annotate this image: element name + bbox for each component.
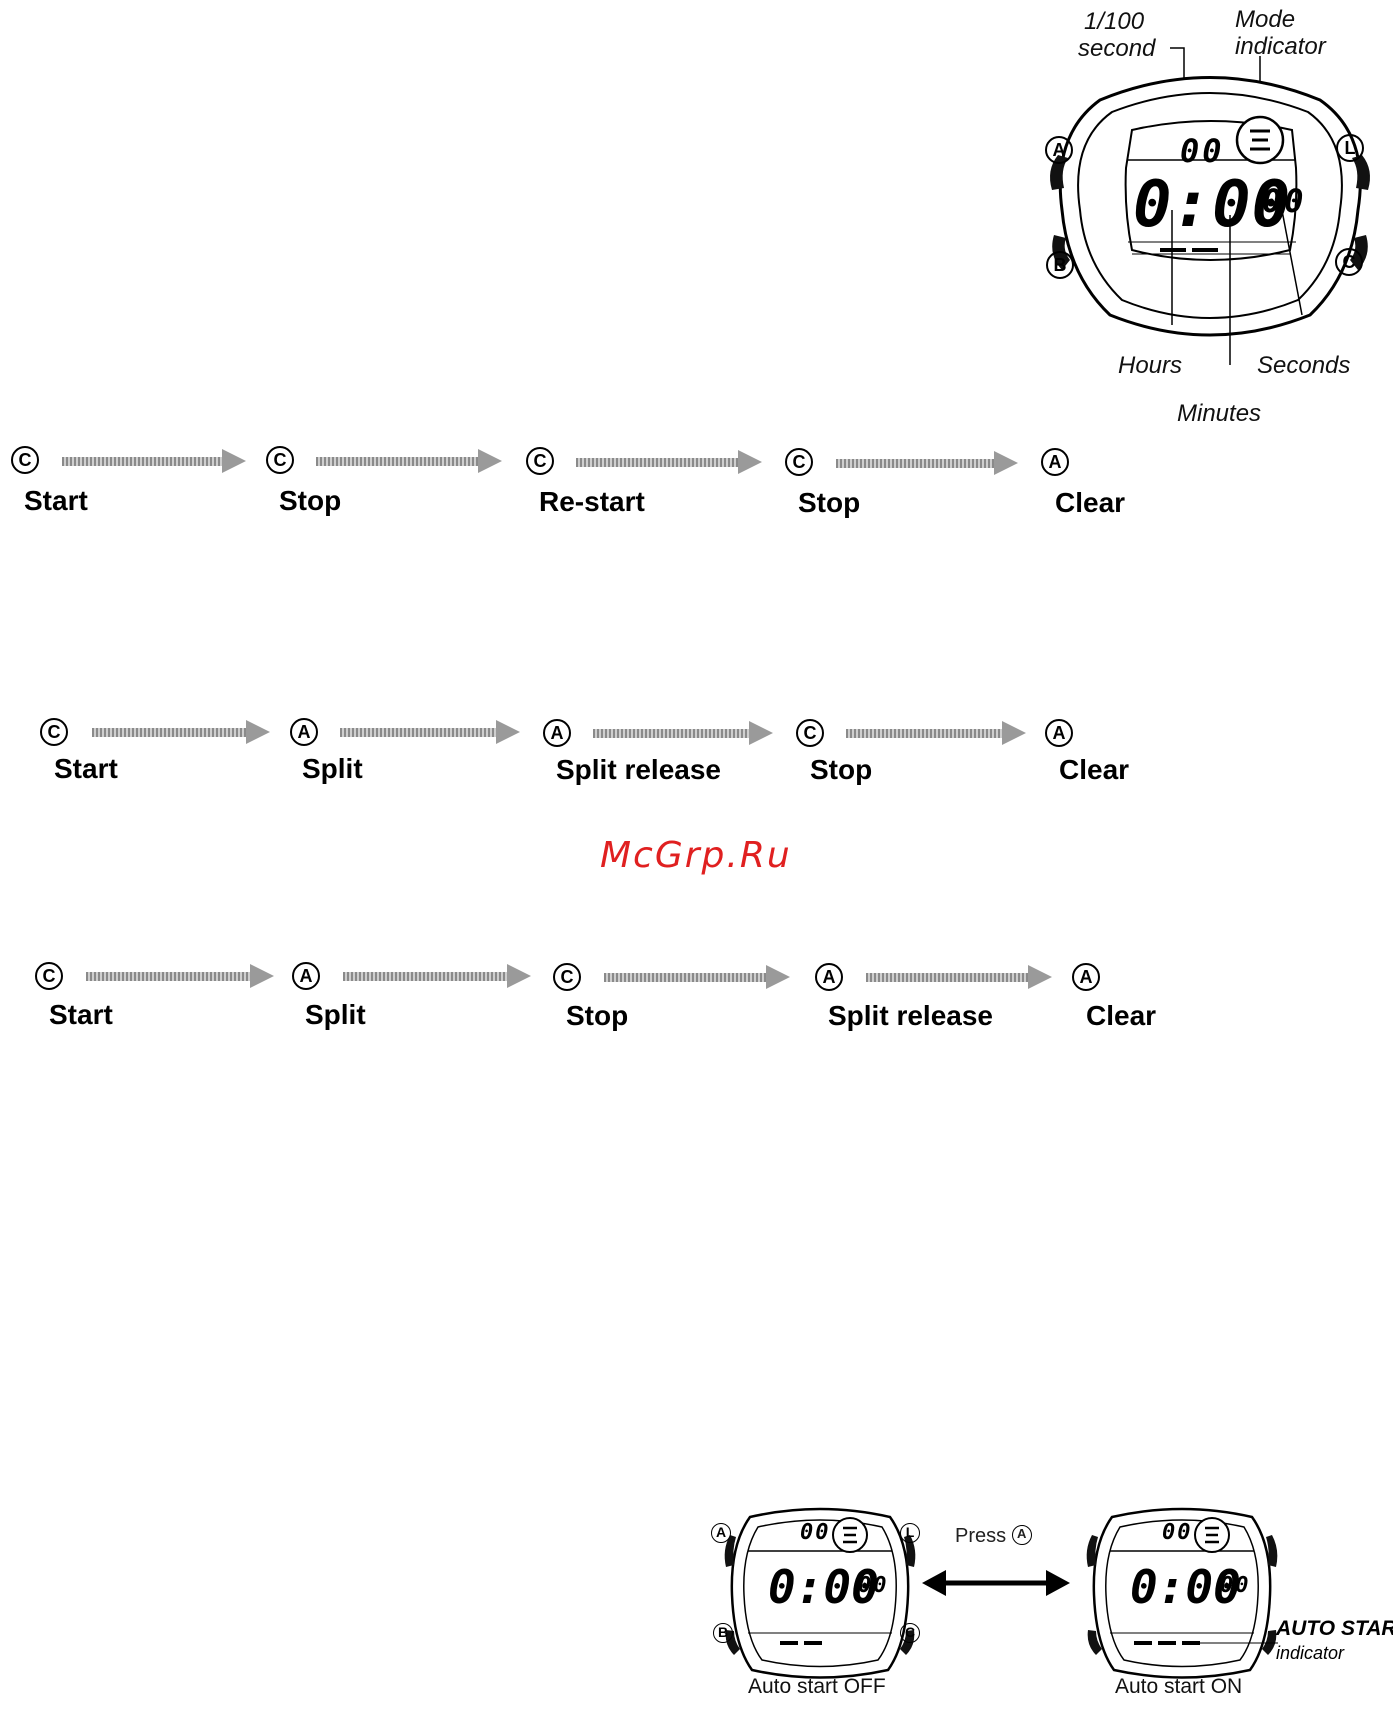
button-a-icon: A <box>1045 719 1073 747</box>
button-a-icon: A <box>292 962 320 990</box>
hours-callout: Hours <box>1118 352 1183 379</box>
watch-auto-start-on <box>1086 1507 1278 1679</box>
auto-start-indicator-sublabel: indicator <box>1276 1643 1345 1663</box>
step-label: Stop <box>566 1000 629 1031</box>
arrow-icon <box>836 451 1018 475</box>
arrow-icon <box>343 964 531 988</box>
step-label: Clear <box>1086 1000 1157 1031</box>
step-label: Clear <box>1059 754 1130 785</box>
button-c-icon: C <box>526 447 554 475</box>
button-c-icon: C <box>796 719 824 747</box>
lcd-hundredths: 00 <box>800 1520 831 1545</box>
button-c-icon: C <box>785 448 813 476</box>
button-c-icon: C <box>11 446 39 474</box>
watch-button-c-label: C <box>900 1623 920 1643</box>
lcd-main-time: 0:00 <box>1130 1560 1241 1614</box>
step-label: Split release <box>556 754 721 785</box>
lcd-main-time: 0:00 <box>1133 168 1292 242</box>
callout-line: indicator <box>1235 33 1326 60</box>
auto-start-off-caption: Auto start OFF <box>748 1675 886 1698</box>
button-a-icon: A <box>290 718 318 746</box>
lcd-seconds: 00 <box>1220 1573 1251 1598</box>
auto-start-on-caption: Auto start ON <box>1115 1675 1243 1698</box>
button-a-icon: A <box>1072 963 1100 991</box>
lcd-main-time: 0:00 <box>768 1560 879 1614</box>
step-label: Split <box>302 753 363 784</box>
step-label: Start <box>24 485 88 516</box>
step-label: Stop <box>279 485 342 516</box>
watch-button-b-label: B <box>1046 251 1074 279</box>
arrow-icon <box>576 450 762 474</box>
button-c-icon: C <box>35 962 63 990</box>
arrow-icon <box>846 721 1026 745</box>
seconds-callout: Seconds <box>1257 352 1351 379</box>
minutes-callout: Minutes <box>1177 400 1262 427</box>
lcd-seconds: 00 <box>858 1573 889 1598</box>
watch-illustration <box>1050 47 1370 365</box>
hundredth-second-callout: 1/100 second <box>1078 8 1155 62</box>
watch-auto-start-off <box>724 1507 916 1679</box>
arrow-icon <box>92 720 270 744</box>
press-text: Press <box>955 1525 1007 1547</box>
lcd-seconds: 00 <box>1262 182 1307 220</box>
button-c-icon: C <box>553 963 581 991</box>
auto-start-indicator-label: AUTO START <box>1276 1617 1393 1640</box>
watch-button-a-label: A <box>1045 136 1073 164</box>
arrow-icon <box>593 721 773 745</box>
lcd-hundredths: 00 <box>1162 1520 1193 1545</box>
step-label: Re-start <box>539 486 645 517</box>
step-label: Clear <box>1055 487 1126 518</box>
arrow-icon <box>866 965 1052 989</box>
button-a-icon: A <box>543 719 571 747</box>
button-a-icon: A <box>1011 1524 1032 1545</box>
arrow-icon <box>604 965 790 989</box>
watermark: McGrp.Ru <box>600 835 792 876</box>
watch-button-c-label: C <box>1335 248 1363 276</box>
double-arrow-icon <box>922 1570 1070 1596</box>
watch-button-l-label: L <box>900 1523 920 1543</box>
callout-line: 1/100 <box>1084 8 1145 35</box>
press-instruction: Press A <box>955 1524 1032 1548</box>
button-a-icon: A <box>1041 448 1069 476</box>
arrow-icon <box>340 720 520 744</box>
arrow-icon <box>62 449 246 473</box>
watch-button-a-label: A <box>711 1523 731 1543</box>
button-c-icon: C <box>40 718 68 746</box>
callout-line: second <box>1078 35 1156 62</box>
watch-button-b-label: B <box>713 1623 733 1643</box>
step-label: Stop <box>798 487 861 518</box>
lcd-hundredths: 00 <box>1180 132 1225 170</box>
step-label: Stop <box>810 754 873 785</box>
mode-indicator-callout: Mode indicator <box>1235 6 1326 60</box>
button-c-icon: C <box>266 446 294 474</box>
callout-line: Mode <box>1235 6 1296 33</box>
step-label: Split release <box>828 1000 993 1031</box>
step-label: Split <box>305 999 366 1030</box>
arrow-icon <box>86 964 274 988</box>
step-label: Start <box>54 753 118 784</box>
button-a-icon: A <box>815 963 843 991</box>
watch-button-l-label: L <box>1336 134 1364 162</box>
arrow-icon <box>316 449 502 473</box>
step-label: Start <box>49 999 113 1030</box>
